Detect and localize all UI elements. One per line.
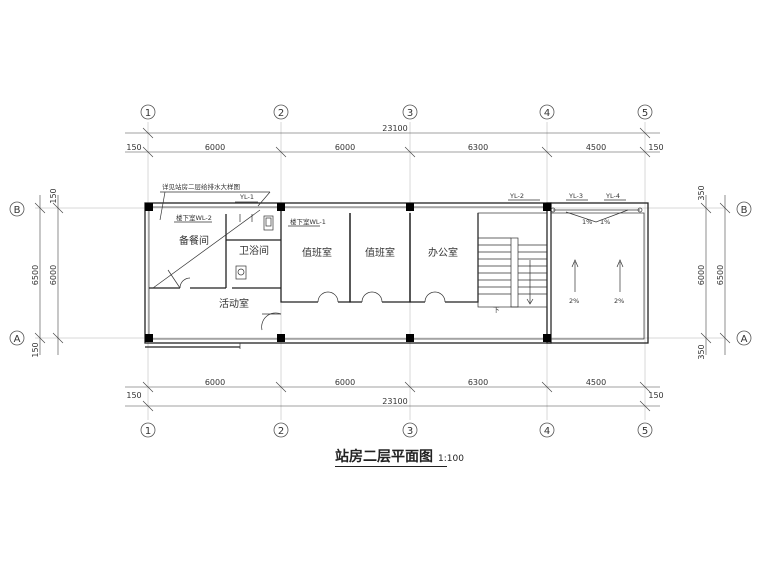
room-labels: 备餐间 卫浴间 值班室 值班室 办公室 活动室	[179, 234, 458, 310]
dim-top-seg-2: 6000	[335, 143, 355, 152]
note-slope-4: 2%	[614, 297, 624, 305]
axis-label-5: 5	[642, 108, 648, 119]
dim-right-total: 6500	[716, 265, 725, 285]
drawing-title: 站房二层平面图	[335, 449, 433, 465]
plumbing-fixtures	[235, 214, 274, 280]
dim-top-total: 23100	[382, 124, 407, 133]
note-detail-ref: 详见站房二层给排水大样图	[162, 182, 240, 191]
dim-bottom-seg-1: 6000	[205, 378, 225, 387]
note-slope-2: 1%	[600, 218, 610, 226]
note-wl2: 楼下室WL-2	[176, 213, 212, 222]
structural-columns	[145, 203, 551, 342]
note-stair-down: 下	[493, 306, 500, 314]
dim-bottom-total: 23100	[382, 397, 407, 406]
axis-bubbles-side: B A B A	[9, 201, 752, 346]
dimension-top: 23100 150 6000 6000 6300 4500 150	[125, 124, 664, 158]
dim-bottom-edge-right: 150	[648, 391, 663, 400]
axis-label-4-bottom: 4	[544, 426, 550, 437]
dim-top-seg-4: 4500	[586, 143, 606, 152]
dim-left-total: 6500	[31, 265, 40, 285]
dim-bottom-seg-3: 6300	[468, 378, 488, 387]
dimension-right: 6000 6500 350 350	[697, 185, 731, 360]
title-underline	[335, 466, 447, 467]
room-office: 办公室	[428, 246, 458, 259]
dim-left-bottom: 150	[31, 342, 40, 357]
axis-label-1: 1	[145, 108, 151, 119]
note-wl1: 楼下室WL-1	[290, 217, 326, 226]
axis-bubbles-bottom: 1 2 3 4 5	[140, 422, 653, 438]
annotation-leaders	[152, 191, 643, 292]
dim-top-seg-3: 6300	[468, 143, 488, 152]
dimension-left: 6500 6000 150 150	[31, 188, 64, 358]
axis-label-4: 4	[544, 108, 550, 119]
note-yl2: YL-2	[509, 192, 524, 200]
axis-bubbles-top: 1 2 3 4 5	[140, 104, 653, 120]
dimension-bottom: 6000 6000 6300 4500 150 150 23100	[125, 378, 664, 412]
dim-top-edge-right: 150	[648, 143, 663, 152]
room-duty-2: 值班室	[365, 246, 395, 259]
axis-label-2: 2	[278, 108, 284, 119]
dim-bottom-seg-4: 4500	[586, 378, 606, 387]
note-slope-1: 1%	[582, 218, 592, 226]
dim-left-top: 150	[49, 188, 58, 203]
axis-label-a-left: A	[14, 334, 21, 345]
room-pantry: 备餐间	[179, 234, 209, 247]
dim-left-inner: 6000	[49, 265, 58, 285]
dim-bottom-seg-2: 6000	[335, 378, 355, 387]
dim-right-top: 350	[697, 185, 706, 200]
door-swings	[167, 269, 446, 331]
room-activity: 活动室	[219, 297, 249, 310]
dim-bottom-edge-left: 150	[126, 391, 141, 400]
drawing-title-block: 站房二层平面图 1:100	[335, 446, 464, 467]
room-bathroom: 卫浴间	[239, 244, 269, 257]
axis-grid-lines	[35, 122, 725, 420]
axis-label-1-bottom: 1	[145, 426, 151, 437]
note-yl4: YL-4	[605, 192, 620, 200]
axis-label-2-bottom: 2	[278, 426, 284, 437]
dim-right-bottom: 350	[697, 344, 706, 359]
axis-label-5-bottom: 5	[642, 426, 648, 437]
axis-label-a-right: A	[741, 334, 748, 345]
axis-label-3: 3	[407, 108, 413, 119]
note-yl3: YL-3	[568, 192, 583, 200]
axis-label-b-right: B	[741, 205, 748, 216]
drawing-scale: 1:100	[438, 454, 464, 464]
axis-label-3-bottom: 3	[407, 426, 413, 437]
room-duty-1: 值班室	[302, 246, 332, 259]
building-walls	[144, 202, 649, 349]
note-yl1: YL-1	[239, 193, 254, 201]
dim-top-seg-1: 6000	[205, 143, 225, 152]
note-slope-3: 2%	[569, 297, 579, 305]
annotation-texts: 详见站房二层给排水大样图 楼下室WL-2 楼下室WL-1 YL-1 YL-2 Y…	[162, 182, 624, 314]
dim-top-edge-left: 150	[126, 143, 141, 152]
axis-label-b-left: B	[14, 205, 21, 216]
stair-treads	[478, 244, 547, 305]
dim-right-inner: 6000	[697, 265, 706, 285]
